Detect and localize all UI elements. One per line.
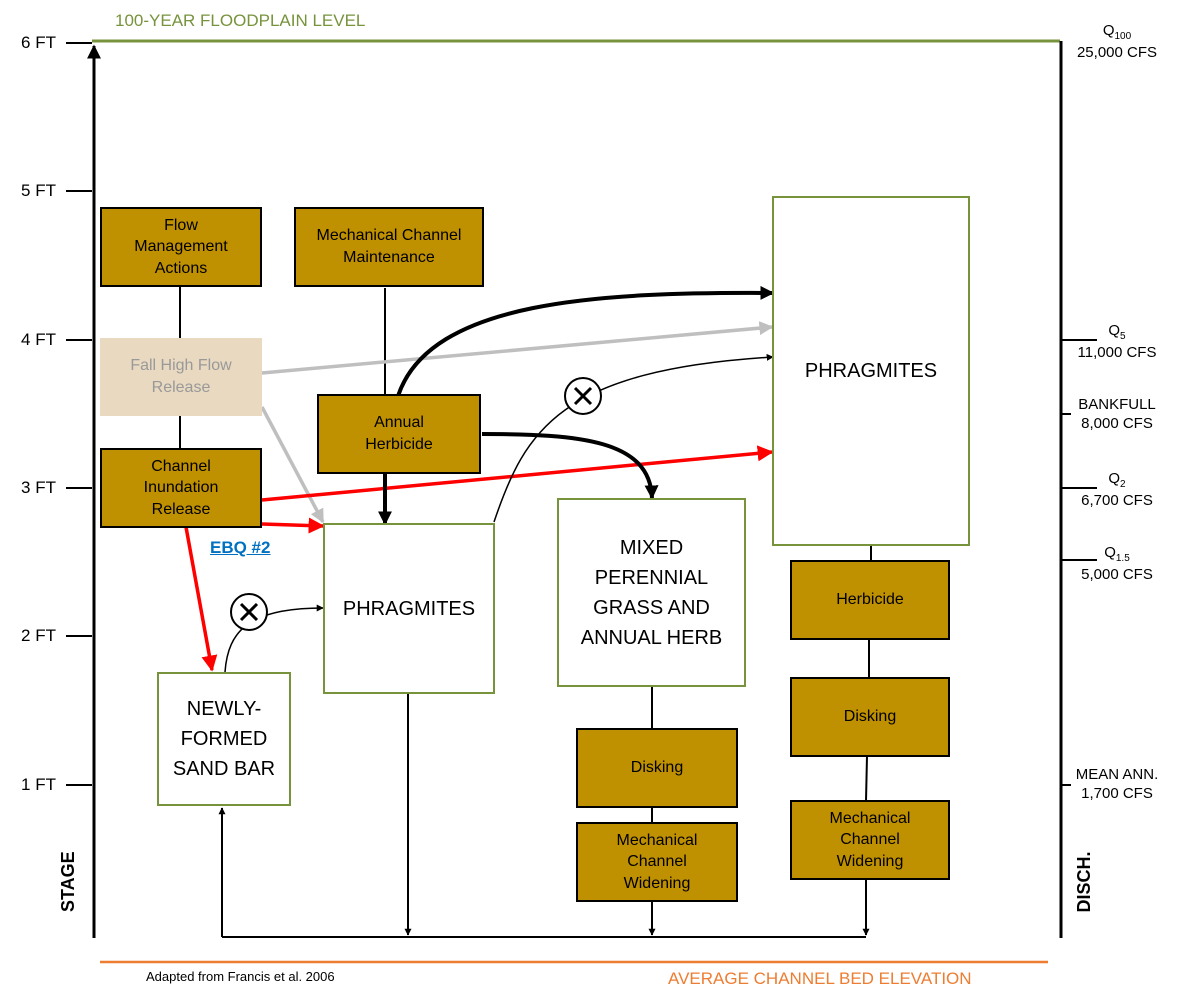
mechanical-channel-maintenance-box: Mechanical Channel Maintenance — [294, 207, 484, 287]
newly-formed-sand-bar-box: NEWLY- FORMED SAND BAR — [157, 672, 291, 806]
floodplain-label: 100-YEAR FLOODPLAIN LEVEL — [115, 11, 366, 30]
fall-flow-arrow-phrag — [260, 406, 325, 524]
tick-label-2ft: 2 FT — [21, 626, 56, 645]
mechanical-channel-widening-box-middle: Mechanical Channel Widening — [576, 822, 738, 902]
discharge-ticks — [1061, 339, 1097, 786]
herbicide-arrow-mixed — [481, 432, 659, 500]
tick-label-5ft: 5 FT — [21, 181, 56, 200]
phrag-to-right-arrow — [493, 353, 774, 523]
mechanical-channel-widening-box-right: Mechanical Channel Widening — [790, 800, 950, 880]
discharge-axis-title: DISCH. — [1074, 851, 1094, 913]
flow-management-actions-box: Flow Management Actions — [100, 207, 262, 287]
stage-axis-title: STAGE — [58, 851, 78, 912]
phragmites-box-middle: PHRAGMITES — [323, 523, 495, 694]
channel-inundation-release-box: Channel Inundation Release — [100, 448, 262, 528]
stage-ticks — [66, 42, 92, 786]
herbicide-box-right: Herbicide — [790, 560, 950, 640]
tick-label-6ft: 6 FT — [21, 33, 56, 52]
fall-flow-arrow-right — [261, 321, 774, 375]
blocked-circle-lower — [230, 593, 268, 631]
tick-label-1ft: 1 FT — [21, 775, 56, 794]
source-note: Adapted from Francis et al. 2006 — [146, 969, 335, 984]
disking-box-middle: Disking — [576, 728, 738, 808]
average-channel-bed-label: AVERAGE CHANNEL BED ELEVATION — [668, 969, 972, 988]
ebq-2-link[interactable]: EBQ #2 — [210, 538, 271, 557]
disking-box-right: Disking — [790, 677, 950, 757]
inundation-arrow-sandbar — [184, 526, 218, 672]
phragmites-box-right: PHRAGMITES — [772, 196, 970, 546]
tick-label-4ft: 4 FT — [21, 330, 56, 349]
annual-herbicide-box: Annual Herbicide — [317, 394, 481, 474]
inundation-arrow-phrag — [261, 517, 325, 534]
blocked-circle-upper — [564, 377, 602, 415]
mixed-perennial-grass-box: MIXED PERENNIAL GRASS AND ANNUAL HERB — [557, 498, 746, 687]
fall-high-flow-release-box: Fall High Flow Release — [100, 338, 262, 416]
inundation-arrow-right — [261, 445, 774, 502]
herbicide-arrow-right — [396, 285, 775, 397]
tick-label-3ft: 3 FT — [21, 478, 56, 497]
mean-annual-label: MEAN ANN.1,700 CFS — [1075, 766, 1159, 802]
